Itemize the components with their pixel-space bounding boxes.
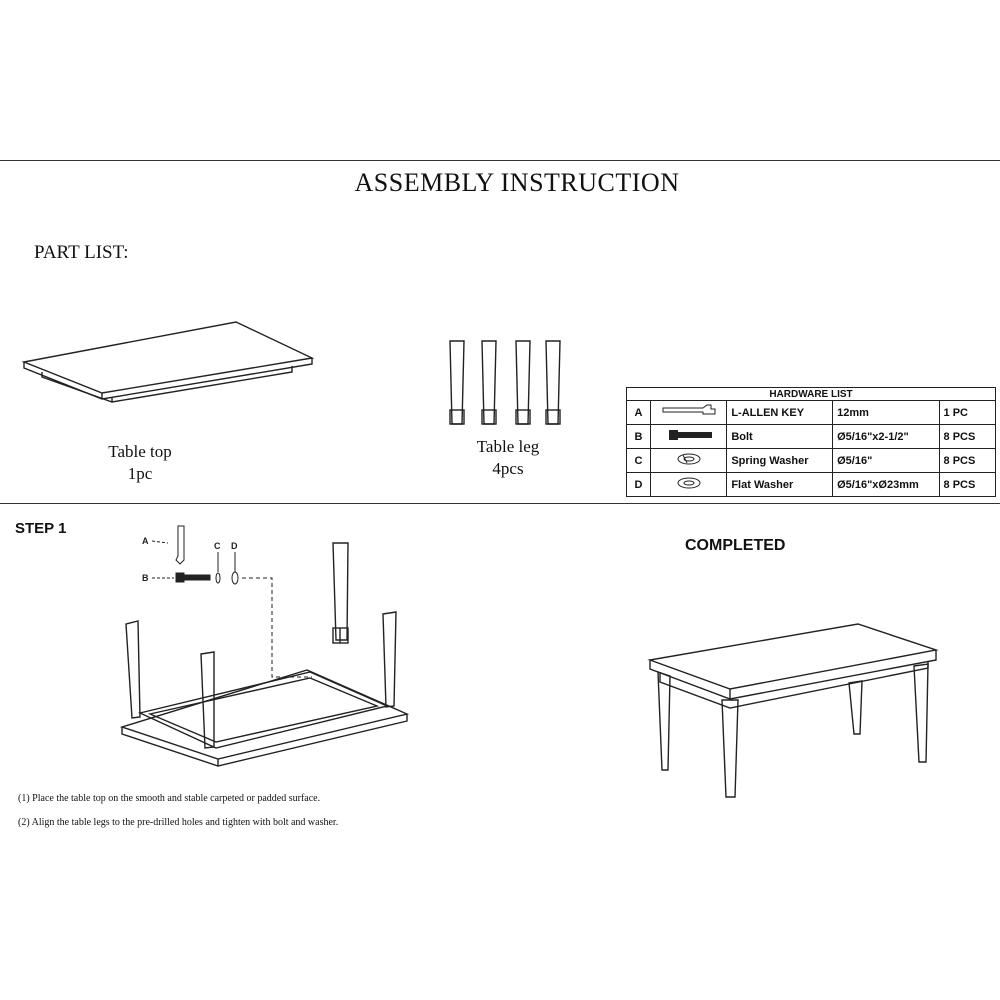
label-d: D xyxy=(231,541,238,551)
hardware-name: L-ALLEN KEY xyxy=(726,400,834,425)
label-b: B xyxy=(142,573,149,583)
table-leg-qty: 4pcs xyxy=(492,459,524,478)
hardware-list-table: HARDWARE LIST A L-ALLEN KEY 12mm 1 PC B … xyxy=(626,387,997,497)
allen-key-icon xyxy=(662,404,716,415)
top-divider xyxy=(0,160,1000,161)
middle-divider xyxy=(0,503,1000,504)
label-a: A xyxy=(142,536,149,546)
step-1-heading: STEP 1 xyxy=(15,520,67,537)
table-top-caption: Table top 1pc xyxy=(80,441,200,485)
bolt-icon xyxy=(668,430,712,440)
table-leg-name: Table leg xyxy=(476,437,540,456)
hardware-name: Spring Washer xyxy=(726,448,834,473)
page-title: ASSEMBLY INSTRUCTION xyxy=(354,168,680,197)
hardware-letter: C xyxy=(626,448,651,473)
hardware-spec: Ø5/16"x2-1/2" xyxy=(832,424,940,449)
table-top-qty: 1pc xyxy=(127,464,153,483)
completed-heading: COMPLETED xyxy=(685,537,786,554)
spring-washer-icon xyxy=(677,453,701,465)
hardware-spec: Ø5/16" xyxy=(832,448,940,473)
table-row: C Spring Washer Ø5/16" 8 PCS xyxy=(626,448,997,473)
hardware-spec: 12mm xyxy=(832,400,940,425)
table-leg-caption: Table leg 4pcs xyxy=(448,436,568,480)
table-row: D Flat Washer Ø5/16"xØ23mm 8 PCS xyxy=(626,472,997,497)
hardware-letter: D xyxy=(626,472,651,497)
hardware-qty: 8 PCS xyxy=(938,472,997,497)
step-1-note-2: (2) Align the table legs to the pre-dril… xyxy=(18,817,339,828)
table-top-name: Table top xyxy=(108,442,172,461)
table-row: B Bolt Ø5/16"x2-1/2" 8 PCS xyxy=(626,424,997,449)
hardware-name: Flat Washer xyxy=(726,472,834,497)
flat-washer-icon xyxy=(677,477,701,489)
table-row: A L-ALLEN KEY 12mm 1 PC xyxy=(626,400,997,425)
hardware-spec: Ø5/16"xØ23mm xyxy=(832,472,940,497)
hardware-qty: 8 PCS xyxy=(938,424,997,449)
hardware-qty: 1 PC xyxy=(938,400,997,425)
part-list-heading: PART LIST: xyxy=(34,242,129,263)
allen-key-icon xyxy=(175,525,185,565)
label-c: C xyxy=(214,541,221,551)
step-1-note-1: (1) Place the table top on the smooth an… xyxy=(18,793,321,804)
